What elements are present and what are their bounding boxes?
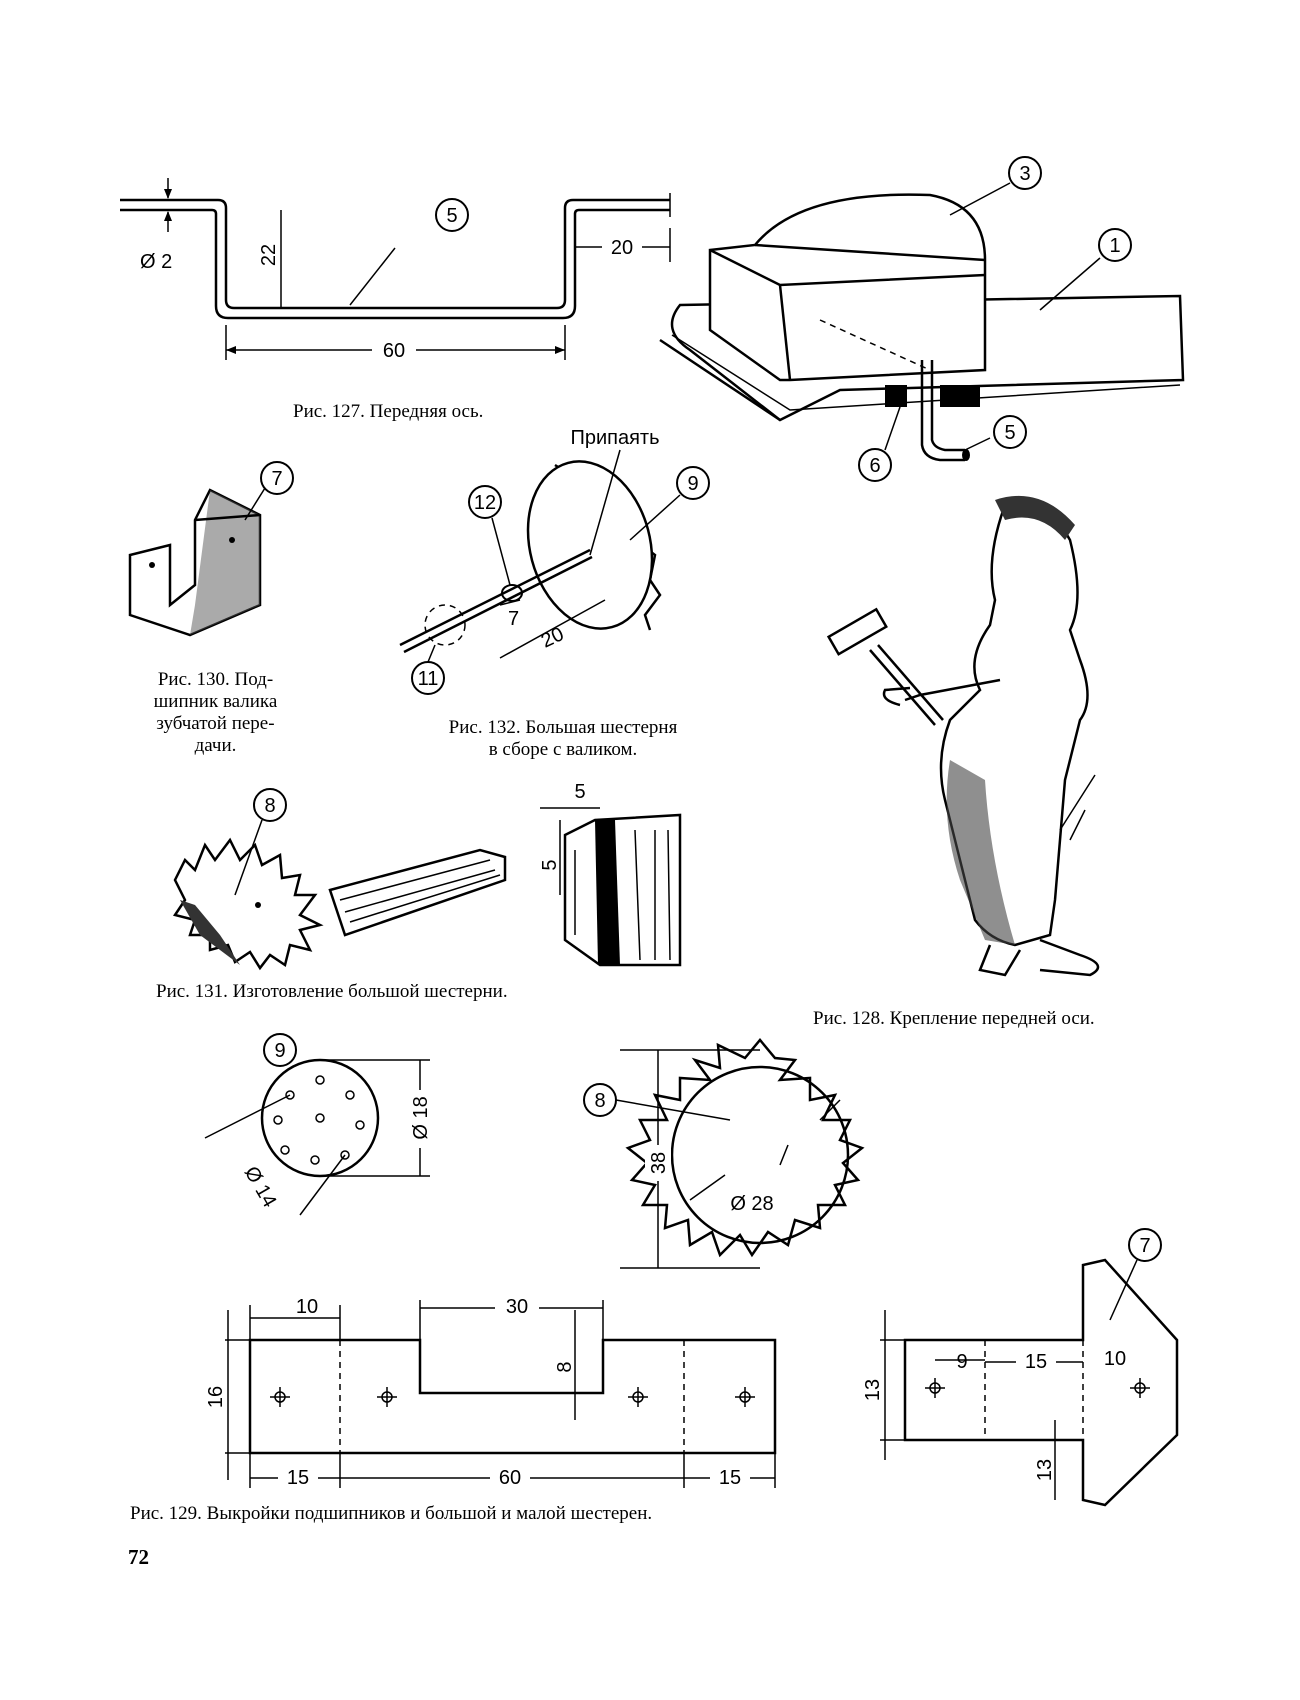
caption-fig130-line4: дачи. bbox=[194, 735, 237, 756]
fig129-strip-dim-15a: 15 bbox=[287, 1467, 309, 1489]
fig127-length-label: 60 bbox=[383, 340, 405, 362]
fig129-small-gear: Ø 14 Ø 18 9 bbox=[204, 1033, 435, 1216]
fig132-callout-9: 9 bbox=[687, 473, 698, 495]
fig129-bearing-dim-15: 15 bbox=[1025, 1351, 1047, 1373]
fig127-height-label: 22 bbox=[258, 244, 280, 266]
fig129-bearing-dim-10: 10 bbox=[1104, 1348, 1126, 1370]
fig131-gear-making: 8 5 5 bbox=[172, 781, 682, 971]
fig132-gear-assembly: Припаять 12 9 11 7 20 bbox=[399, 427, 710, 695]
fig129-big-gear-inner: Ø 28 bbox=[730, 1193, 773, 1215]
fig129-big-gear-total: 38 bbox=[648, 1152, 670, 1174]
fig129-strip-dim-16: 16 bbox=[205, 1386, 227, 1408]
fig128-callout-3: 3 bbox=[1019, 163, 1030, 185]
caption-fig130: Рис. 130. Под- шипник валика зубчатой пе… bbox=[128, 669, 303, 757]
fig132-dim-20: 20 bbox=[538, 623, 567, 652]
fig129-bearing-dim-9: 9 bbox=[956, 1351, 967, 1373]
fig129-bearing-callout-7: 7 bbox=[1139, 1235, 1150, 1257]
fig127-front-axle: Ø 2 22 20 60 5 bbox=[120, 178, 671, 362]
fig128-callout-6: 6 bbox=[869, 455, 880, 477]
fig128-callout-5: 5 bbox=[1004, 422, 1015, 444]
fig128-boy-illustration bbox=[826, 495, 1100, 977]
caption-fig131: Рис. 131. Изготовление большой шестерни. bbox=[156, 981, 508, 1002]
fig131-callout-8: 8 bbox=[264, 795, 275, 817]
fig129-bearing-pattern: 13 9 15 10 13 7 bbox=[862, 1228, 1179, 1507]
fig128-callout-1: 1 bbox=[1109, 235, 1120, 257]
fig128-axle-mount: 3 1 5 6 bbox=[659, 156, 1185, 482]
caption-fig130-line2: шипник валика bbox=[153, 691, 278, 712]
fig129-bearing-strip: 10 30 8 16 15 60 15 bbox=[205, 1294, 777, 1489]
caption-fig132-line1: Рис. 132. Большая шестерня bbox=[448, 717, 678, 738]
caption-fig127: Рис. 127. Передняя ось. bbox=[293, 401, 484, 422]
fig129-big-gear: Ø 28 38 8 bbox=[583, 1038, 865, 1269]
fig129-bearing-dim-13a: 13 bbox=[862, 1379, 884, 1401]
fig129-strip-dim-30: 30 bbox=[506, 1296, 528, 1318]
fig132-note-solder: Припаять bbox=[570, 427, 659, 449]
fig132-callout-11: 11 bbox=[418, 668, 439, 690]
fig129-strip-dim-60: 60 bbox=[499, 1467, 521, 1489]
fig129-bearing-dim-13b: 13 bbox=[1034, 1459, 1056, 1481]
page-number: 72 bbox=[128, 1545, 149, 1569]
fig129-small-gear-outer: Ø 18 bbox=[410, 1096, 432, 1139]
fig129-strip-dim-15b: 15 bbox=[719, 1467, 741, 1489]
caption-fig128: Рис. 128. Крепление передней оси. bbox=[813, 1008, 1095, 1029]
fig132-callout-12: 12 bbox=[474, 492, 496, 514]
caption-fig129: Рис. 129. Выкройки подшипников и большой… bbox=[130, 1503, 653, 1524]
fig129-big-gear-callout-8: 8 bbox=[594, 1090, 605, 1112]
caption-fig132-line2: в сборе с валиком. bbox=[488, 739, 638, 760]
fig129-strip-dim-10: 10 bbox=[296, 1296, 318, 1318]
fig131-dim-width: 5 bbox=[574, 781, 585, 803]
fig129-strip-dim-8: 8 bbox=[554, 1361, 576, 1372]
fig130-bearing: 7 bbox=[128, 461, 294, 637]
caption-fig130-line3: зубчатой пере- bbox=[156, 713, 275, 734]
fig130-callout-7: 7 bbox=[271, 468, 282, 490]
fig132-dim-7: 7 bbox=[508, 608, 519, 630]
fig129-small-gear-holes: Ø 14 bbox=[240, 1163, 281, 1212]
caption-fig130-line1: Рис. 130. Под- bbox=[157, 669, 274, 690]
fig131-dim-depth: 5 bbox=[539, 859, 561, 870]
fig127-diameter-label: Ø 2 bbox=[140, 251, 172, 273]
fig127-end-label: 20 bbox=[611, 237, 633, 259]
fig129-small-gear-callout-9: 9 bbox=[274, 1040, 285, 1062]
fig127-callout-5: 5 bbox=[446, 205, 457, 227]
caption-fig132: Рис. 132. Большая шестерня в сборе с вал… bbox=[398, 717, 728, 761]
